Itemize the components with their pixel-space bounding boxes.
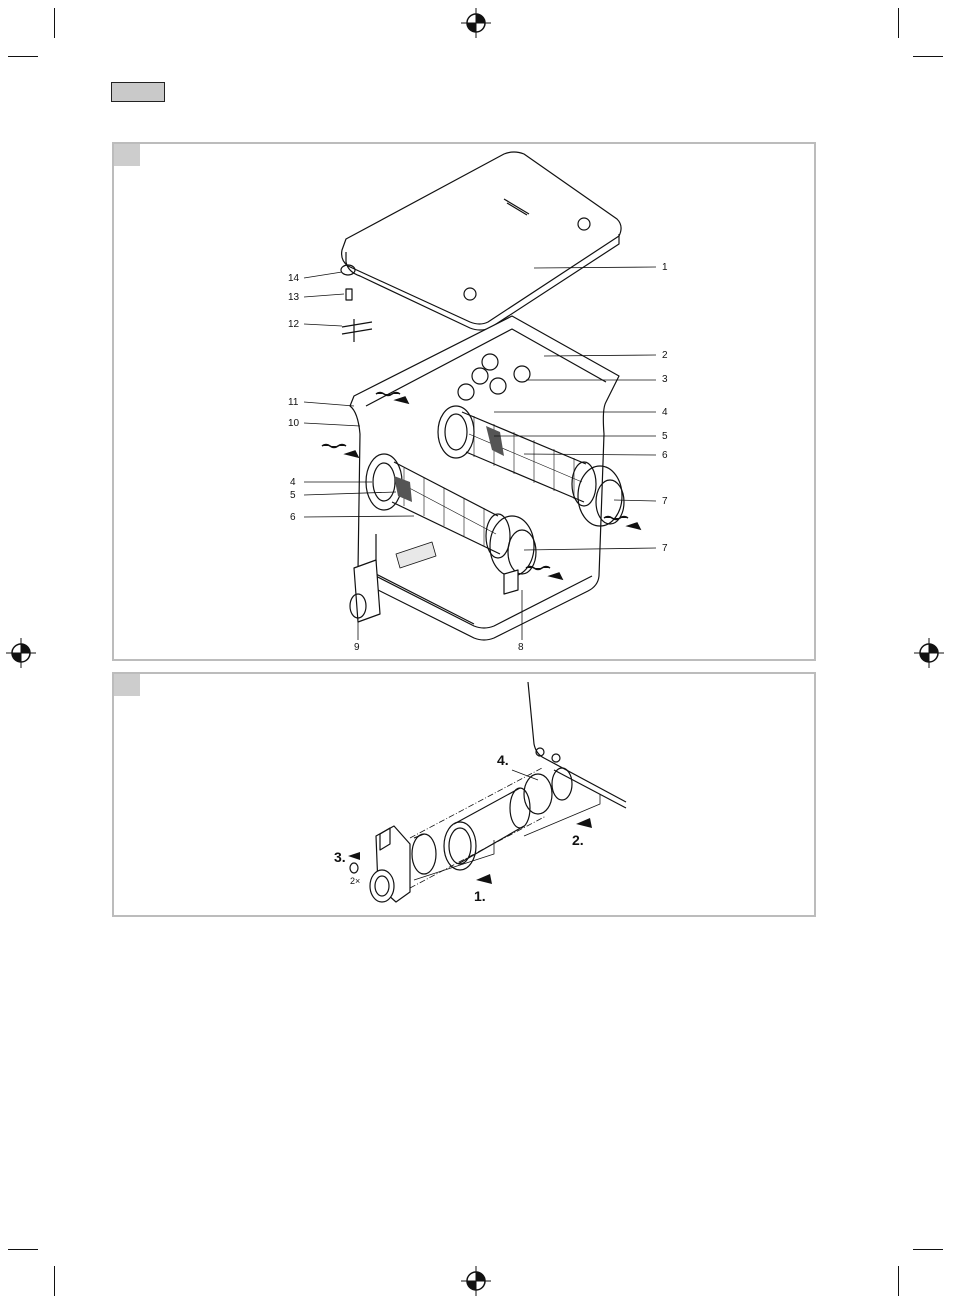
crop-mark bbox=[8, 56, 38, 57]
callout-2: 2 bbox=[662, 351, 668, 361]
step-3-label: 3. bbox=[334, 849, 346, 865]
crop-mark bbox=[54, 8, 55, 38]
outlet-connector bbox=[350, 560, 380, 622]
step-2-label: 2. bbox=[572, 832, 584, 848]
crop-mark bbox=[898, 8, 899, 38]
connector-assembly-illustration bbox=[114, 674, 814, 915]
step-arrow-icon bbox=[348, 852, 360, 860]
callout-5-left: 5 bbox=[290, 491, 296, 501]
callout-7-lower: 7 bbox=[662, 544, 668, 554]
callout-14: 14 bbox=[288, 274, 299, 284]
registration-mark-icon bbox=[461, 8, 491, 38]
filter-housing bbox=[350, 316, 619, 640]
figure-1-panel: 14 13 12 11 10 4 5 6 1 2 3 4 5 6 7 7 9 8 bbox=[112, 142, 816, 661]
callout-4-left: 4 bbox=[290, 478, 296, 488]
callout-13: 13 bbox=[288, 293, 299, 303]
callout-11: 11 bbox=[288, 398, 298, 408]
callout-9: 9 bbox=[354, 643, 360, 653]
loose-fittings bbox=[341, 265, 372, 342]
registration-mark-icon bbox=[914, 638, 944, 668]
callout-7-upper: 7 bbox=[662, 497, 668, 507]
callout-3: 3 bbox=[662, 375, 668, 385]
callout-1: 1 bbox=[662, 263, 668, 273]
callout-5-right: 5 bbox=[662, 432, 668, 442]
filter-exploded-illustration bbox=[114, 144, 814, 659]
quantity-label: 2× bbox=[350, 876, 360, 886]
language-tab bbox=[111, 82, 165, 102]
crop-mark bbox=[898, 1266, 899, 1296]
step-4-label: 4. bbox=[497, 752, 509, 768]
callout-4-right: 4 bbox=[662, 408, 668, 418]
crop-mark bbox=[913, 1249, 943, 1250]
callout-10: 10 bbox=[288, 419, 299, 429]
lid bbox=[342, 152, 621, 324]
callout-6-left: 6 bbox=[290, 513, 296, 523]
crop-mark bbox=[54, 1266, 55, 1296]
step-arrow-icon bbox=[476, 874, 492, 884]
crop-mark bbox=[913, 56, 943, 57]
registration-mark-icon bbox=[461, 1266, 491, 1296]
callout-6-right: 6 bbox=[662, 451, 668, 461]
step-1-label: 1. bbox=[474, 888, 486, 904]
flow-arrow-icon bbox=[322, 445, 358, 458]
callout-8: 8 bbox=[518, 643, 524, 653]
step-arrow-icon bbox=[576, 818, 592, 828]
registration-mark-icon bbox=[6, 638, 36, 668]
figure-2-panel: 1. 2. 3. 4. 2× bbox=[112, 672, 816, 917]
callout-12: 12 bbox=[288, 320, 299, 330]
crop-mark bbox=[8, 1249, 38, 1250]
